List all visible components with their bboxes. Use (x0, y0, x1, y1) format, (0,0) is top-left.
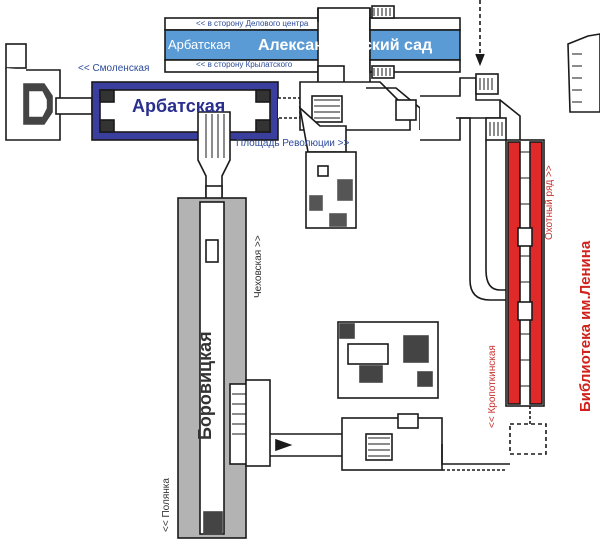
aleksandrovsky-left-label: Арбатская (168, 37, 231, 52)
ploschad-connector (298, 81, 421, 229)
direction-polyanka: << Полянка (161, 478, 172, 532)
direction-krylatskoe: << в сторону Крылатского (196, 60, 293, 69)
biblioteka-station-name: Библиотека им.Ленина (577, 240, 594, 412)
direction-kropotkinskaya: << Кропоткинская (487, 345, 498, 428)
arbatskaya-station-name: Арбатская (132, 96, 226, 116)
aleksandrovsky-platform (164, 5, 461, 93)
middle-hall (337, 321, 439, 399)
arbatskaya-platform (91, 81, 279, 141)
direction-okhotny: Охотный ряд >> (544, 165, 555, 240)
direction-chekhovskaya: Чеховская >> (253, 235, 264, 298)
right-building (567, 33, 600, 113)
direction-ploschad: Площадь Революции >> (236, 138, 350, 149)
direction-smolenskaya: << Смоленская (78, 63, 150, 74)
biblioteka-platform (505, 139, 547, 455)
long-corridor (420, 73, 521, 301)
arbatskaya-vestibule (5, 43, 93, 141)
borovitskaya-platform (177, 111, 271, 539)
aleksandrovsky-station-name: Александровский сад (258, 37, 433, 54)
borovitskaya-station-name: Боровицкая (195, 331, 215, 440)
direction-delovoy: << в сторону Делового центра (196, 19, 309, 28)
